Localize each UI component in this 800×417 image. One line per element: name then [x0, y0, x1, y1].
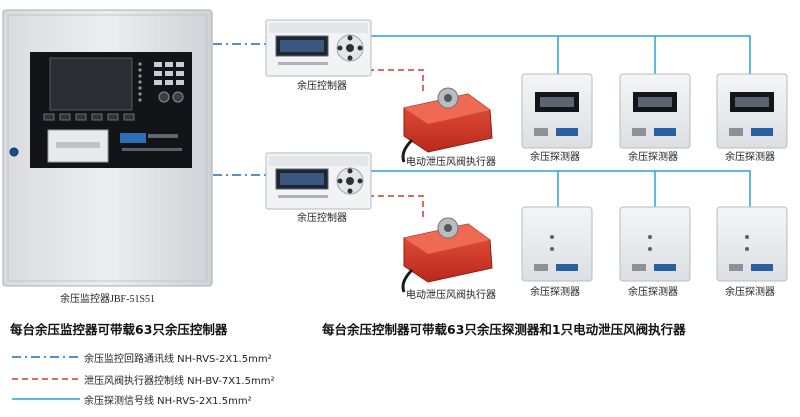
legend-item-actuator-control: 泄压风阀执行器控制线 NH-BV-7X1.5mm²: [84, 376, 275, 387]
detector-label-top-2: 余压探测器: [628, 150, 678, 163]
monitor-keypad: [154, 62, 184, 103]
actuator-top: [401, 87, 493, 163]
controller-label-bottom: 余压控制器: [297, 211, 347, 224]
caption-right: 每台余压控制器可带载63只余压探测器和1只电动泄压风阀执行器: [322, 322, 686, 337]
detector-led-2: [619, 206, 691, 282]
detector-led-1: [521, 206, 593, 282]
legend-item-monitor-bus: 余压监控回路通讯线 NH-RVS-2X1.5mm²: [84, 354, 272, 365]
detector-label-bottom-1: 余压探测器: [530, 285, 580, 298]
actuator-label-top: 电动泄压风阀执行器: [406, 155, 496, 168]
detector-label-top-1: 余压探测器: [530, 150, 580, 163]
detector-display-1: [521, 73, 593, 149]
controller-label-top: 余压控制器: [297, 79, 347, 92]
detector-label-bottom-2: 余压探测器: [628, 285, 678, 298]
monitor-screen: [49, 57, 133, 111]
monitor-indicator-lights: [138, 62, 142, 102]
monitor-lock-icon: [9, 147, 19, 157]
detector-label-top-3: 余压探测器: [725, 150, 775, 163]
actuator-line-bottom: [368, 195, 424, 220]
controller-top: [265, 19, 372, 77]
monitor-function-keys: [43, 113, 135, 121]
caption-left: 每台余压监控器可带载63只余压控制器: [10, 322, 228, 337]
detector-bus-bottom: [370, 170, 751, 207]
monitor-logo: [120, 133, 146, 143]
actuator-bottom: [401, 217, 493, 293]
monitor-cabinet: [2, 9, 213, 287]
detector-led-3: [716, 206, 788, 282]
actuator-line-top: [368, 69, 424, 92]
detector-display-2: [619, 73, 691, 149]
detector-label-bottom-3: 余压探测器: [725, 285, 775, 298]
actuator-label-bottom: 电动泄压风阀执行器: [406, 288, 496, 301]
legend-swatches: [12, 356, 80, 400]
detector-display-3: [716, 73, 788, 149]
controller-bottom: [265, 152, 372, 210]
detector-bus-top: [370, 35, 751, 74]
wiring-lines: [213, 35, 751, 220]
legend-item-detector-signal: 余压探测信号线 NH-RVS-2X1.5mm²: [84, 396, 252, 407]
monitor-label: 余压监控器JBF-51S51: [60, 292, 155, 305]
